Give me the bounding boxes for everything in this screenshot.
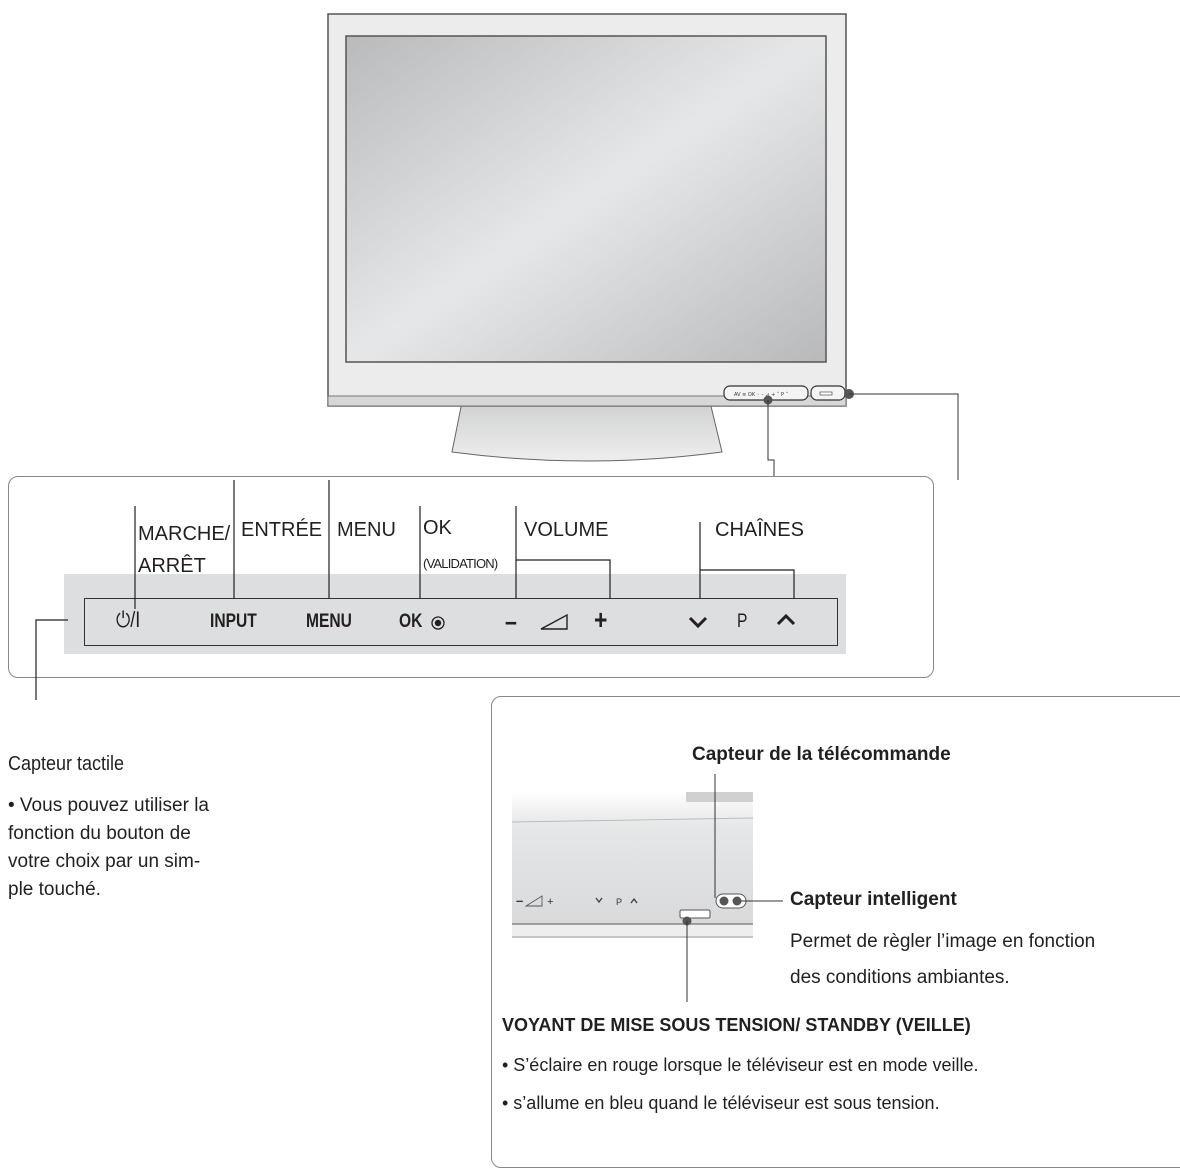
channel-down-button[interactable] — [686, 614, 710, 630]
tv-stand-base — [451, 401, 723, 462]
label-input: ENTRÉE — [241, 519, 323, 541]
touch-sensor-description: • Vous pouvez utiliser la fonction du bo… — [8, 795, 209, 900]
volume-icon — [540, 613, 568, 630]
power-indicator-leader — [686, 948, 688, 1002]
volume-down-button[interactable]: – — [505, 606, 517, 636]
tv-illustration: AV ≡ OK ◦ – ⊿ + ˅ P ˄ — [327, 13, 959, 480]
input-button[interactable]: INPUT — [210, 611, 257, 632]
label-volume: VOLUME — [524, 519, 609, 541]
power-indicator-bullet-2: • s’allume en bleu quand le téléviseur e… — [502, 1093, 940, 1113]
svg-text:+: + — [547, 896, 553, 908]
menu-button[interactable]: MENU — [306, 611, 352, 632]
mini-minus: – — [516, 893, 523, 908]
button-strip — [64, 574, 846, 654]
label-menu: MENU — [337, 519, 396, 541]
remote-sensor-title: Capteur de la télécommande — [692, 744, 951, 765]
smart-sensor-description: Permet de règler l’image en fonction des… — [790, 931, 1096, 988]
ok-dot-icon — [431, 616, 445, 630]
power-button[interactable]: ⏻/I — [116, 607, 141, 632]
label-ok: OK — [423, 517, 452, 539]
button-leader-lines — [35, 480, 795, 700]
sensor-closeup: – + P — [511, 774, 783, 950]
ok-button[interactable]: OK — [399, 611, 423, 632]
svg-text:AV ≡ OK ◦ – ⊿ + ˅ P ˄: AV ≡ OK ◦ – ⊿ + ˅ P ˄ — [734, 391, 789, 398]
touch-sensor-title: Capteur tactile — [8, 753, 125, 775]
power-indicator-bullet-1: • S’éclaire en rouge lorsque le télévise… — [502, 1055, 979, 1075]
smart-sensor-title: Capteur intelligent — [790, 889, 957, 910]
label-power: MARCHE/ ARRÊT — [138, 523, 231, 577]
power-indicator-title: VOYANT DE MISE SOUS TENSION/ STANDBY (VE… — [502, 1015, 971, 1035]
label-ok-validation: (VALIDATION) — [423, 556, 498, 571]
channel-up-button[interactable] — [774, 612, 798, 628]
volume-up-button[interactable]: + — [594, 604, 608, 635]
button-bar — [84, 598, 838, 646]
label-channels: CHAÎNES — [715, 519, 804, 541]
channel-p-label: P — [737, 611, 748, 632]
svg-text:P: P — [616, 897, 622, 907]
tv-screen — [345, 35, 827, 363]
